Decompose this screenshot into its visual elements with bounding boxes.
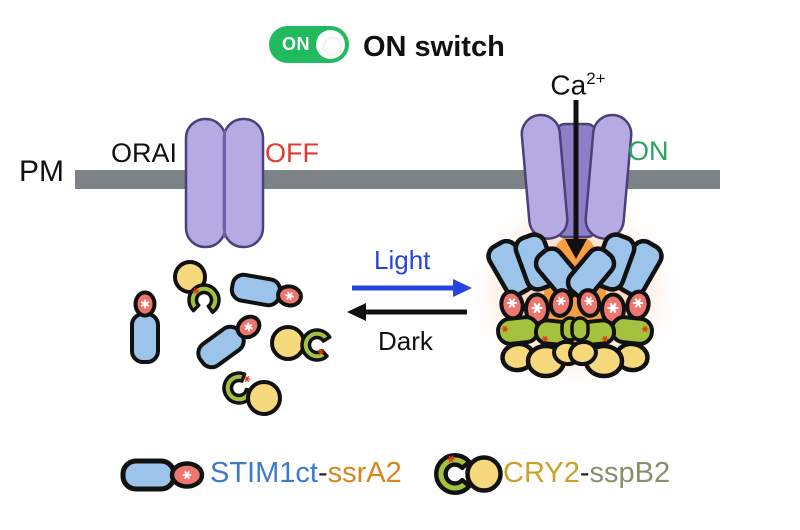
cry2-molecule — [173, 260, 223, 315]
calcium-charge: 2+ — [586, 69, 606, 88]
light-stimulus-label: Light — [374, 245, 431, 275]
cry2-molecule — [216, 367, 282, 416]
orai-channel-open — [520, 113, 633, 240]
toggle-state-label: ON — [282, 34, 310, 54]
stim1-molecule — [132, 293, 158, 363]
light-arrow — [352, 279, 472, 297]
stim1-molecule — [194, 310, 266, 372]
stim1-molecule — [230, 273, 303, 311]
cry2-molecule — [270, 325, 333, 364]
stim1-separator: - — [317, 457, 328, 489]
calcium-influx-arrow — [565, 100, 587, 259]
cry2-name: CRY2 — [503, 457, 580, 489]
on-switch-toggle: ON — [269, 26, 349, 63]
channel-off-status: OFF — [265, 138, 319, 168]
legend-stim1-label: STIM1ct-ssrA2 — [210, 457, 402, 490]
calcium-ion-label: Ca2+ — [550, 69, 606, 101]
protein-cluster — [486, 231, 666, 379]
orai-channel-label: ORAI — [111, 138, 178, 168]
cry2-separator: - — [579, 457, 590, 489]
orai-channel-closed — [184, 117, 265, 249]
ssra2-name: ssrA2 — [327, 457, 402, 489]
channel-on-status: ON — [628, 136, 669, 166]
stim1ct-name: STIM1ct — [210, 457, 318, 489]
dark-stimulus-label: Dark — [378, 326, 433, 356]
dark-arrow — [347, 303, 467, 321]
legend-cry2-label: CRY2-sspB2 — [503, 457, 670, 490]
membrane-label: PM — [19, 155, 64, 188]
legend-stim1-swatch — [120, 458, 205, 492]
toggle-knob — [316, 30, 345, 59]
figure-title: ON switch — [363, 31, 505, 63]
sspb2-name: sspB2 — [589, 457, 671, 489]
scattered-molecules — [132, 260, 333, 416]
legend-cry2-swatch — [436, 455, 503, 493]
